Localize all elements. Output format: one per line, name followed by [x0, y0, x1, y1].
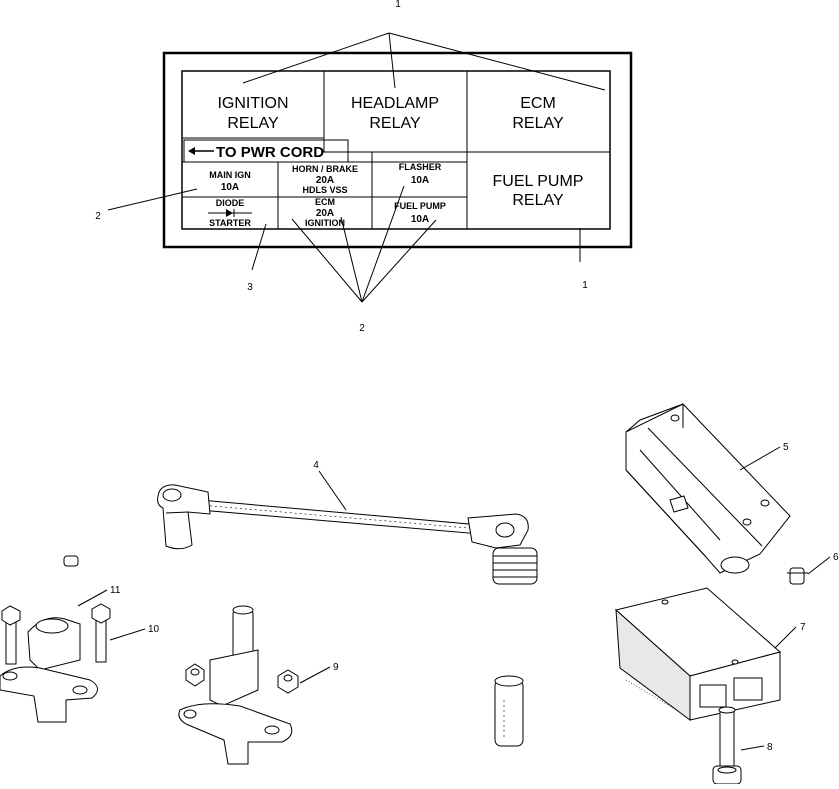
callout-2-left: 2: [95, 211, 101, 222]
screw-part-6: [787, 567, 808, 585]
cable-part: [157, 484, 538, 585]
fuse-ecm-label: ECM: [315, 197, 335, 207]
leader-7: [774, 626, 797, 649]
nut-part-9: [277, 669, 299, 694]
bracket-part: [625, 403, 791, 574]
leader-11: [77, 589, 108, 607]
callout-10: 10: [148, 624, 160, 635]
mount-part-left: [0, 555, 98, 723]
fuel-pump-relay-label-1: FUEL PUMP: [493, 173, 584, 190]
ignition-relay-label-2: RELAY: [227, 115, 279, 132]
ignition-relay-label-1: IGNITION: [217, 95, 288, 112]
callout-5: 5: [783, 442, 789, 453]
leader-9: [299, 666, 331, 684]
leader-5: [739, 446, 781, 471]
callout-2-bottom: 2: [359, 323, 365, 334]
fuse-fuel-pump-amps: 10A: [411, 214, 429, 225]
ecm-relay-label-1: ECM: [520, 95, 556, 112]
fuse-diode-label: DIODE: [216, 198, 245, 208]
ecm-relay-label-2: RELAY: [512, 115, 564, 132]
fuse-main-ign-label: MAIN IGN: [209, 170, 251, 180]
callout-9: 9: [333, 662, 339, 673]
callout-4: 4: [313, 460, 319, 471]
fuse-flasher-amps: 10A: [411, 175, 429, 186]
callout-3: 3: [247, 282, 253, 293]
pwr-cord-label: TO PWR CORD: [216, 144, 324, 161]
leader-6: [807, 556, 831, 575]
spacer-part: [494, 675, 524, 747]
fuse-horn-brake-sub: HDLS VSS: [302, 185, 347, 195]
left-arrow-icon: [188, 147, 214, 155]
callout-6: 6: [833, 552, 839, 563]
fuse-ecm-amps: 20A: [316, 208, 334, 219]
mount-part-center: [178, 605, 293, 765]
bolt-part-10a: [1, 605, 21, 665]
fuse-fuel-pump-label: FUEL PUMP: [394, 201, 446, 211]
fuse-starter-label: STARTER: [209, 218, 251, 228]
callout-7: 7: [800, 622, 806, 633]
leader-8: [740, 745, 765, 751]
callout-1-right: 1: [582, 280, 588, 291]
panel-leader-lines: [107, 32, 606, 303]
callout-1-top: 1: [395, 0, 401, 10]
headlamp-relay-label-1: HEADLAMP: [351, 95, 439, 112]
fuel-pump-relay-label-2: RELAY: [512, 192, 564, 209]
fuse-box: IGNITION RELAY HEADLAMP RELAY ECM RELAY …: [162, 51, 633, 249]
fuse-main-ign-amps: 10A: [221, 182, 239, 193]
leader-4: [318, 470, 347, 511]
callout-8: 8: [767, 742, 773, 753]
bolt-part-8: [712, 706, 742, 785]
bolt-part-10b: [91, 603, 111, 663]
fuse-horn-brake-amps: 20A: [316, 175, 334, 186]
fuse-box-inner-frame: [181, 70, 611, 230]
fuel-pump-relay-cell: [466, 151, 611, 230]
leader-10: [109, 628, 146, 641]
diode-symbol-icon: [208, 209, 252, 217]
headlamp-relay-label-2: RELAY: [369, 115, 421, 132]
fuse-flasher-label: FLASHER: [399, 162, 442, 172]
fuse-horn-brake-label: HORN / BRAKE: [292, 164, 358, 174]
ecm-module-part: [614, 587, 782, 721]
callout-11: 11: [110, 585, 121, 596]
fuse-ecm-sub: IGNITION: [305, 218, 345, 228]
